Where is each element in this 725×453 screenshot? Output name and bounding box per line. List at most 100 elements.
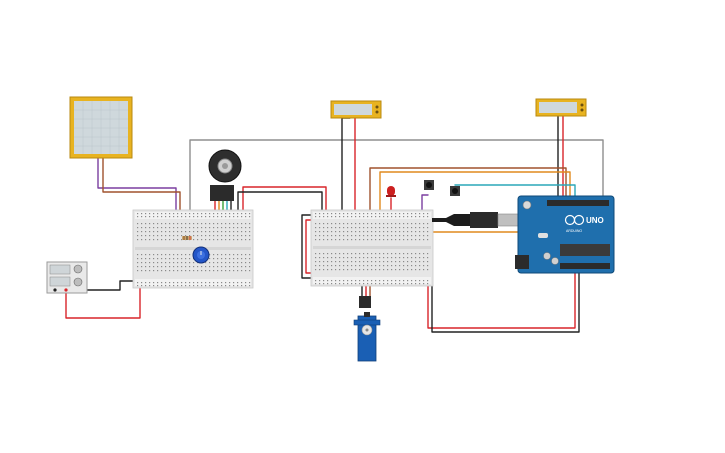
breadboard-hole: [141, 258, 143, 260]
breadboard-hole: [185, 235, 187, 237]
breadboard-hole: [359, 261, 361, 263]
breadboard-hole: [347, 213, 349, 215]
breadboard-hole: [137, 282, 139, 284]
breadboard-hole: [233, 254, 235, 256]
wire-red-bottom-loop[interactable]: [427, 271, 576, 329]
breadboard-hole: [423, 265, 425, 267]
breadboard-hole: [339, 253, 341, 255]
arduino-uno-board[interactable]: UNO ARDUINO: [515, 195, 615, 274]
breadboard-hole: [419, 280, 421, 282]
breadboard-hole: [403, 223, 405, 225]
breadboard-hole: [201, 285, 203, 287]
breadboard-hole: [379, 227, 381, 229]
breadboard-hole: [407, 227, 409, 229]
breadboard-hole: [137, 262, 139, 264]
breadboard-hole: [209, 285, 211, 287]
breadboard-hole: [427, 283, 429, 285]
breadboard-left[interactable]: [132, 209, 254, 289]
breadboard-hole: [323, 223, 325, 225]
breadboard-hole: [359, 283, 361, 285]
breadboard-hole: [185, 216, 187, 218]
servo-motor[interactable]: [353, 296, 381, 362]
wire-orange-long[interactable]: [379, 171, 571, 226]
push-button-2[interactable]: [450, 186, 460, 196]
breadboard-hole: [177, 216, 179, 218]
breadboard-hole: [427, 216, 429, 218]
breadboard-hole: [149, 213, 151, 215]
red-led[interactable]: [386, 186, 396, 197]
digital-header: [547, 200, 609, 206]
breadboard-hole: [367, 280, 369, 282]
wire-purple-lcd-left[interactable]: [97, 157, 177, 216]
breadboard-hole: [399, 227, 401, 229]
breadboard-hole: [419, 257, 421, 259]
wire-gray-top-loop[interactable]: [189, 139, 604, 216]
resistor-left[interactable]: [182, 236, 192, 240]
breadboard-hole: [153, 262, 155, 264]
wire-black-mid-left[interactable]: [301, 214, 317, 279]
wire-purple-button[interactable]: [421, 194, 429, 216]
breadboard-hole: [181, 223, 183, 225]
breadboard-hole: [423, 223, 425, 225]
lcd-module-left[interactable]: [69, 96, 133, 159]
breadboard-hole: [415, 216, 417, 218]
breadboard-hole: [403, 253, 405, 255]
breadboard-hole: [209, 266, 211, 268]
breadboard-hole: [241, 254, 243, 256]
power-supply[interactable]: [46, 261, 88, 294]
breadboard-hole: [415, 227, 417, 229]
breadboard-hole: [169, 266, 171, 268]
breadboard-hole: [245, 235, 247, 237]
breadboard-hole: [225, 254, 227, 256]
wire-black-oled-mid[interactable]: [341, 117, 351, 214]
breadboard-hole: [165, 285, 167, 287]
breadboard-hole: [391, 257, 393, 259]
breadboard-hole: [423, 239, 425, 241]
breadboard-hole: [383, 269, 385, 271]
breadboard-hole: [165, 270, 167, 272]
breadboard-hole: [137, 258, 139, 260]
arduino-label: UNO: [586, 216, 604, 225]
breadboard-hole: [249, 216, 251, 218]
breadboard-hole: [379, 257, 381, 259]
potentiometer[interactable]: [192, 246, 210, 264]
wire-black-bottom-loop[interactable]: [431, 271, 580, 333]
breadboard-hole: [315, 239, 317, 241]
breadboard-hole: [351, 223, 353, 225]
breadboard-hole: [237, 216, 239, 218]
breadboard-middle[interactable]: [310, 209, 434, 287]
breadboard-hole: [153, 231, 155, 233]
breadboard-hole: [153, 282, 155, 284]
breadboard-hole: [407, 231, 409, 233]
wire-brown-lcd-left[interactable]: [102, 157, 181, 216]
breadboard-hole: [177, 258, 179, 260]
wire-red-bb-link[interactable]: [242, 186, 327, 216]
breadboard-hole: [185, 266, 187, 268]
breadboard-hole: [241, 266, 243, 268]
breadboard-hole: [201, 216, 203, 218]
breadboard-hole: [221, 213, 223, 215]
breadboard-hole: [343, 231, 345, 233]
breadboard-hole: [347, 216, 349, 218]
wire-cyan-button[interactable]: [454, 184, 576, 201]
breadboard-hole: [407, 213, 409, 215]
breadboard-hole: [327, 257, 329, 259]
breadboard-hole: [387, 253, 389, 255]
breadboard-hole: [315, 231, 317, 233]
reset-button[interactable]: [522, 200, 532, 210]
breadboard-hole: [189, 235, 191, 237]
wire-black-bb-link[interactable]: [237, 191, 323, 216]
rotary-encoder[interactable]: [208, 149, 242, 201]
breadboard-hole: [395, 283, 397, 285]
usb-cable[interactable]: [432, 212, 519, 228]
breadboard-hole: [415, 257, 417, 259]
oled-display-middle[interactable]: [330, 100, 382, 119]
breadboard-hole: [327, 239, 329, 241]
breadboard-hole: [177, 262, 179, 264]
breadboard-hole: [407, 223, 409, 225]
wire-red-psu[interactable]: [65, 283, 141, 319]
push-button-1[interactable]: [424, 180, 434, 190]
oled-display-right[interactable]: [535, 98, 587, 117]
breadboard-hole: [423, 235, 425, 237]
breadboard-hole: [197, 223, 199, 225]
